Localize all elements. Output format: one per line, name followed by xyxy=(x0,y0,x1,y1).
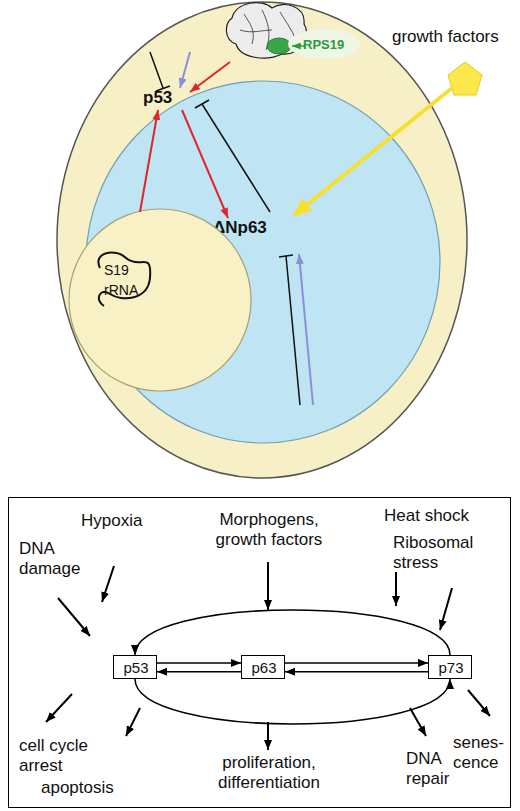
node-text: ΔNp63 xyxy=(213,218,293,238)
node-text: p53 xyxy=(114,658,158,678)
nucleolus-shape xyxy=(69,209,251,391)
stimulus-label: growth factors xyxy=(392,28,499,46)
node-text: senes- cence xyxy=(453,733,508,773)
node-text: S19 rRNA xyxy=(104,260,144,300)
node-text: Heat shock xyxy=(384,506,484,526)
pathway-frame: HypoxiaDNA damage Morphogens, growth fact… xyxy=(8,497,511,808)
nucleolus-outline xyxy=(68,208,252,392)
activation-arrow xyxy=(180,52,190,88)
protein-label: RPS19 xyxy=(303,36,344,54)
node-text: Ribosomal stress xyxy=(393,533,483,573)
node-text: p73 xyxy=(429,658,473,678)
cell-membrane xyxy=(57,2,467,478)
protein-box: p53 xyxy=(113,655,157,679)
node-text: cell cycle arrest xyxy=(19,736,104,776)
inhibition-line xyxy=(150,52,163,88)
node-text: proliferation, differentiation xyxy=(204,753,334,793)
node-text: DNA damage xyxy=(19,539,89,579)
nucleolus: S19 rRNA xyxy=(68,208,252,392)
node-text: Hypoxia xyxy=(81,511,171,531)
node-text: apoptosis xyxy=(41,778,141,798)
rps19-subunit xyxy=(267,38,291,54)
growth-factor-pentagon xyxy=(448,62,482,95)
node-text: Morphogens, growth factors xyxy=(204,510,334,550)
nucleus: p53ΔNp63S19 rRNA xyxy=(85,80,441,444)
protein-box: p73 xyxy=(428,655,472,679)
rps19-halo xyxy=(288,29,360,59)
protein-box: p63 xyxy=(241,655,285,679)
node-text: p53 xyxy=(143,88,203,108)
node-text: p63 xyxy=(242,658,286,678)
